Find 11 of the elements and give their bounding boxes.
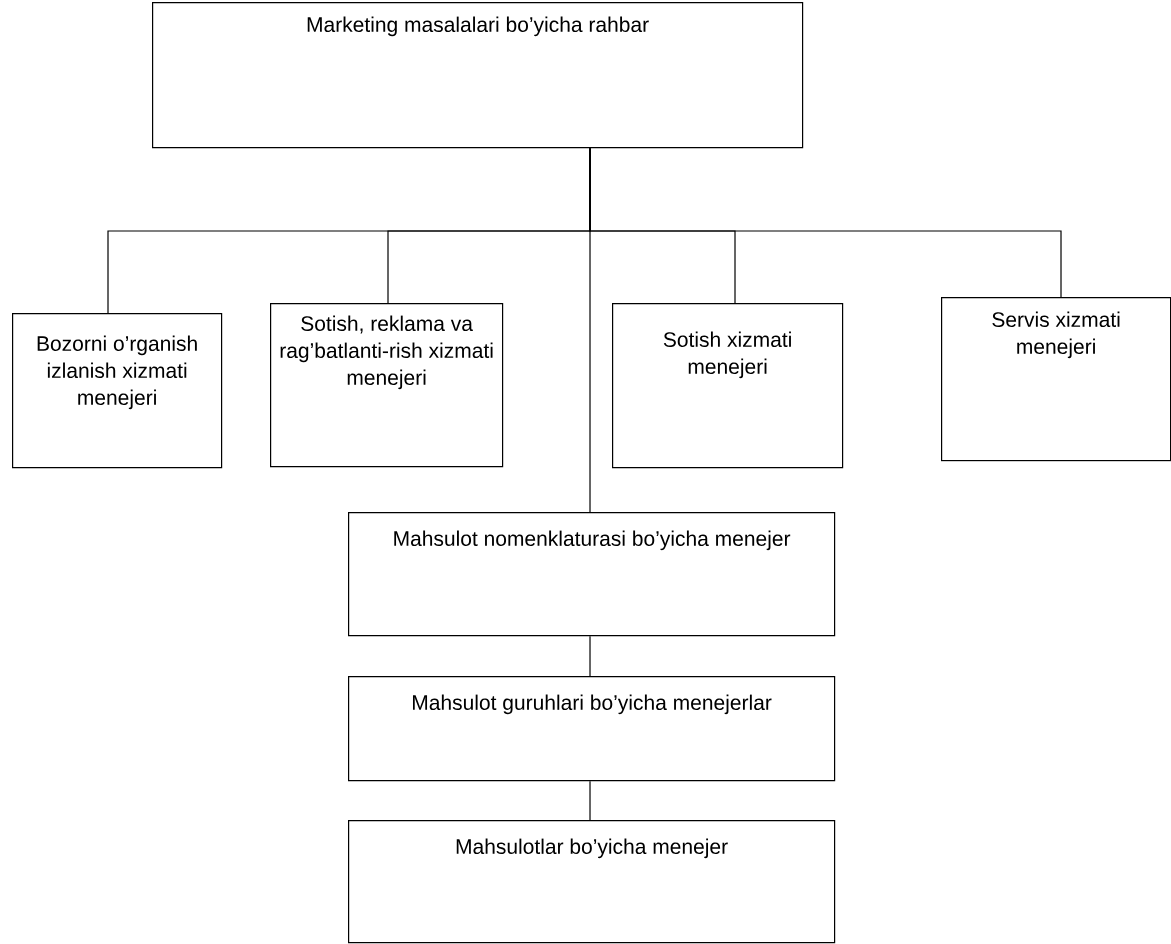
org-box: Mahsulot nomenklaturasi bo’yicha menejer [348, 512, 836, 637]
connector-line [589, 147, 591, 513]
org-box: Sotish, reklama va rag’batlanti-rish xizmati menejeri [270, 303, 504, 468]
org-box: Sotish xizmati menejeri [612, 303, 844, 469]
org-box: Mahsulotlar bo’yicha menejer [348, 820, 836, 944]
org-box: Servis xizmati menejeri [941, 297, 1171, 462]
connector-line [589, 780, 591, 821]
org-box: Mahsulot guruhlari bo’yicha menejerlar [348, 676, 836, 782]
connector-line [589, 635, 591, 677]
org-box: Bozorni o’rganish izlanish xizmati menejeri [12, 313, 223, 469]
org-box: Marketing masalalari bo’yicha rahbar [152, 2, 804, 149]
